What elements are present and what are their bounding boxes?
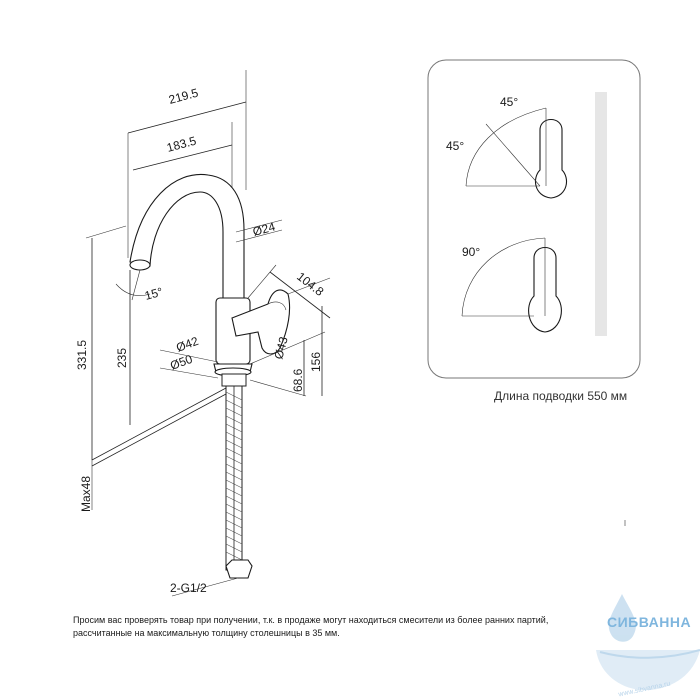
hose-length-caption: Длина подводки 550 мм	[494, 389, 628, 403]
right-vertical-dimensions: Ø43 156 68.6	[249, 306, 326, 397]
spout-angle-label: 15°	[143, 285, 164, 303]
angle-bottom: 90°	[462, 245, 480, 259]
brand-logo-icon	[596, 594, 700, 691]
max-thickness-label: Max48	[79, 476, 93, 512]
notice-line-2: рассчитанные на максимальную толщину сто…	[73, 628, 340, 638]
countertop: Max48	[79, 387, 227, 512]
rotation-panel: 45° 45° 90°	[427, 59, 641, 379]
angle-top-b: 45°	[446, 139, 464, 153]
handle	[231, 289, 291, 355]
spout	[129, 173, 245, 299]
hoses: 2-G1/2	[170, 373, 253, 597]
connection-label: 2-G1/2	[170, 581, 207, 595]
notice: Просим вас проверять товар при получении…	[73, 614, 593, 640]
width-spout-label: 183.5	[165, 134, 198, 155]
height-total-label: 331.5	[75, 340, 89, 370]
width-total-label: 219.5	[167, 86, 200, 107]
height-spout-label: 235	[115, 348, 129, 368]
diam-24-dimension: Ø24	[235, 219, 283, 243]
angle-top-a: 45°	[500, 95, 518, 109]
rotation-bottom: 90°	[461, 237, 562, 333]
diam-43-label: Ø43	[271, 335, 290, 361]
spout-angle-dimension: 15°	[115, 269, 164, 303]
base-diameter-dimensions: Ø42 Ø50	[159, 334, 219, 379]
diam-50-label: Ø50	[168, 352, 194, 373]
diam-24-label: Ø24	[251, 219, 277, 238]
height-156-label: 156	[309, 352, 323, 372]
brand-name: СИБВАННА	[607, 614, 692, 630]
mixer-body	[213, 297, 253, 377]
notice-line-1: Просим вас проверять товар при получении…	[73, 615, 549, 625]
rotation-top: 45° 45°	[446, 95, 568, 199]
left-vertical-dimensions: 331.5 235	[75, 225, 131, 460]
height-68-label: 68.6	[291, 368, 305, 392]
